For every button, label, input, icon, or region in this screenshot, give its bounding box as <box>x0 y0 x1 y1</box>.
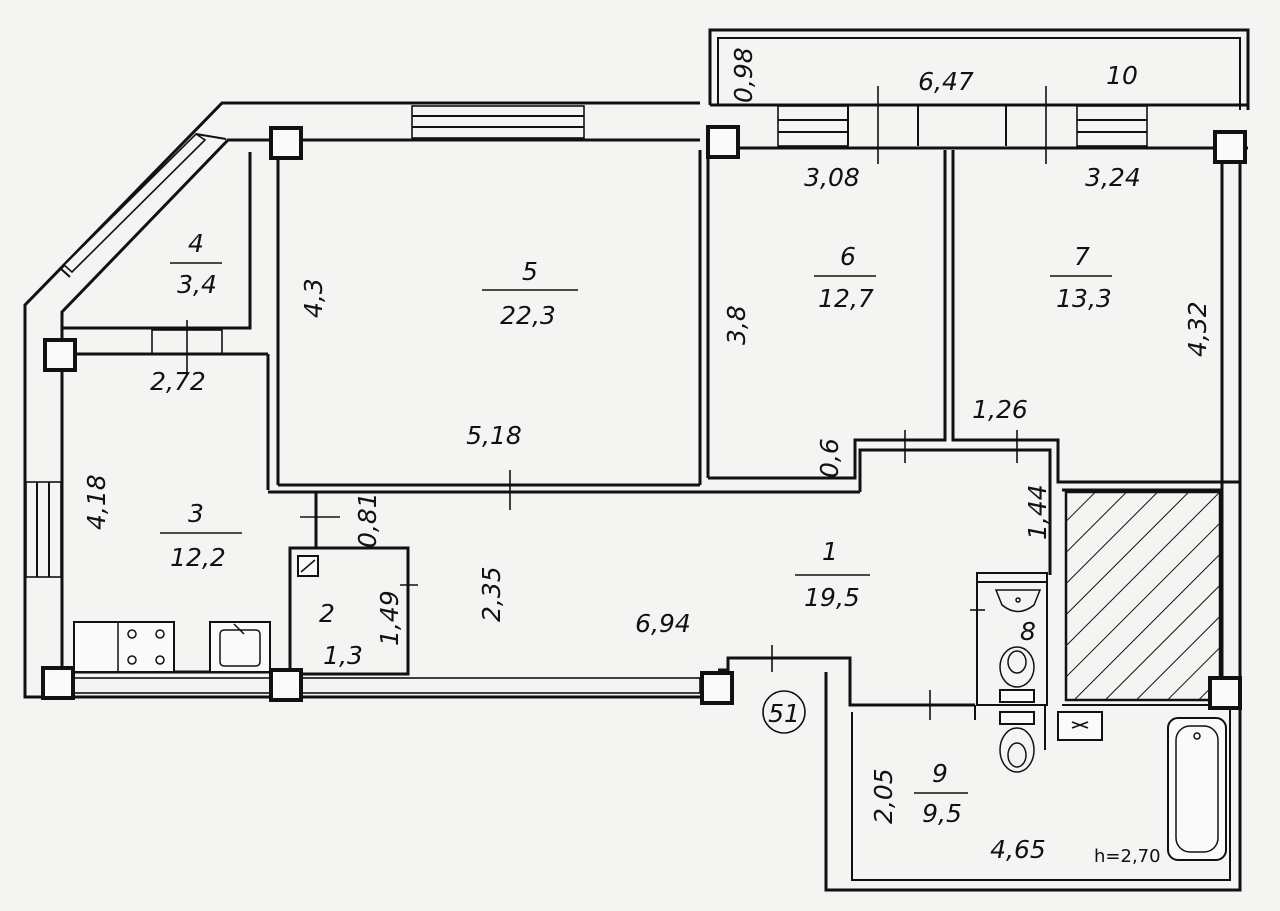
toilet-tank <box>999 689 1035 703</box>
dimension-label: 0,81 <box>353 492 382 548</box>
room-number: 1 <box>822 537 838 566</box>
room-label-4b: 4 3,4 <box>168 228 228 299</box>
column <box>269 668 303 702</box>
wall-room-9-outer <box>824 672 1242 892</box>
dimension-label: 2,05 <box>869 768 898 824</box>
dimension-label: 1,26 <box>972 395 1028 424</box>
room-area: 1,3 <box>323 641 363 670</box>
window-room-3 <box>25 481 62 578</box>
room-number: 9 <box>932 759 948 788</box>
dimension-label: 1,44 <box>1023 484 1052 540</box>
bathtub <box>1167 717 1227 861</box>
room-number: 4 <box>188 229 204 258</box>
room-label-9: 9 9,5 <box>914 759 968 828</box>
room-label-6: 6 12,7 <box>814 242 876 313</box>
room-label-5: 5 22,3 <box>482 257 578 330</box>
bay-window <box>62 132 207 274</box>
apartment-number-badge: 51 <box>762 690 806 734</box>
room-number: 2 <box>319 599 335 628</box>
columns <box>41 125 1247 710</box>
dimension-label: 5,18 <box>466 421 522 450</box>
dimension-label: 0,98 <box>729 47 758 103</box>
wall-room-2 <box>288 546 410 676</box>
room-area: 3,4 <box>177 270 217 299</box>
dimension-label: 3,24 <box>1085 163 1141 192</box>
toilet-tank <box>999 711 1035 725</box>
dimension-label: 4,32 <box>1183 301 1212 357</box>
room-area: 12,2 <box>170 543 226 572</box>
inner-wall-west <box>60 138 700 672</box>
wash-basin <box>994 589 1042 613</box>
room-number: 6 <box>840 242 856 271</box>
toilet <box>999 646 1035 688</box>
room-number: 10 <box>1106 61 1138 90</box>
loggia-rail <box>69 677 701 694</box>
bay-window-edge <box>195 133 227 140</box>
column <box>43 338 77 372</box>
room-label-1: 1 19,5 <box>795 537 870 612</box>
room-number: 7 <box>1074 242 1090 271</box>
window-room-5 <box>411 105 585 139</box>
column <box>41 666 75 700</box>
dimension-label: 2,35 <box>477 566 506 622</box>
room-area: 9,5 <box>922 799 962 828</box>
outer-wall-west <box>23 101 700 699</box>
wall-room-4 <box>62 152 252 330</box>
dimension-label: 6,47 <box>918 67 974 96</box>
balcony-outline <box>708 28 1250 110</box>
dimension-label: 1,49 <box>375 590 404 646</box>
column <box>1213 130 1247 164</box>
column <box>700 671 734 705</box>
room-number: 3 <box>188 499 204 528</box>
bay-window-edge <box>59 267 71 278</box>
dimension-label: 2,72 <box>150 367 206 396</box>
dimension-labels: 0,98 6,47 3,08 3,24 4,3 3,8 4,32 2,72 5,… <box>82 47 1212 864</box>
wall-room-9-inner <box>851 705 1231 881</box>
room-label-10: 10 <box>1106 61 1138 90</box>
dimension-label: 3,8 <box>722 305 751 345</box>
dimension-label: 4,65 <box>990 835 1046 864</box>
dimension-label: 4,3 <box>299 278 328 318</box>
column <box>706 125 740 159</box>
column <box>1208 676 1242 710</box>
dimension-label: 4,18 <box>82 474 111 530</box>
dimension-label: 3,08 <box>804 163 860 192</box>
walls <box>23 28 1250 892</box>
window-room-7 <box>1076 105 1148 147</box>
window-room-6 <box>777 105 849 147</box>
wall-room-9-north <box>718 656 975 707</box>
dimension-label: 0,6 <box>815 438 844 478</box>
wall-room-8 <box>976 572 1048 706</box>
room-number: 8 <box>1020 617 1036 646</box>
toilet <box>999 727 1035 773</box>
wall-room-6 <box>708 150 947 480</box>
room-area: 22,3 <box>500 301 556 330</box>
wall-corridor-east <box>858 448 1052 575</box>
apartment-number: 51 <box>768 699 800 728</box>
fixtures <box>73 555 1227 861</box>
room-label-8: 8 <box>1020 617 1036 646</box>
room-area: 13,3 <box>1056 284 1112 313</box>
utility-shaft <box>1064 490 1222 702</box>
room-label-3: 3 12,2 <box>160 499 242 572</box>
column <box>269 126 303 160</box>
room-area: 19,5 <box>804 583 860 612</box>
ceiling-height: h=2,70 <box>1094 846 1161 867</box>
room-label-7: 7 13,3 <box>1050 242 1112 313</box>
bath-meter-box <box>1057 711 1103 741</box>
room-label-2: 2 1,3 <box>319 599 363 670</box>
dimension-lines <box>186 86 1047 720</box>
wall-room-7-south <box>1050 438 1240 484</box>
room-number: 5 <box>522 257 538 286</box>
room-area: 12,7 <box>818 284 874 313</box>
balcony-inner <box>717 37 1241 110</box>
dimension-label: 6,94 <box>635 609 691 638</box>
